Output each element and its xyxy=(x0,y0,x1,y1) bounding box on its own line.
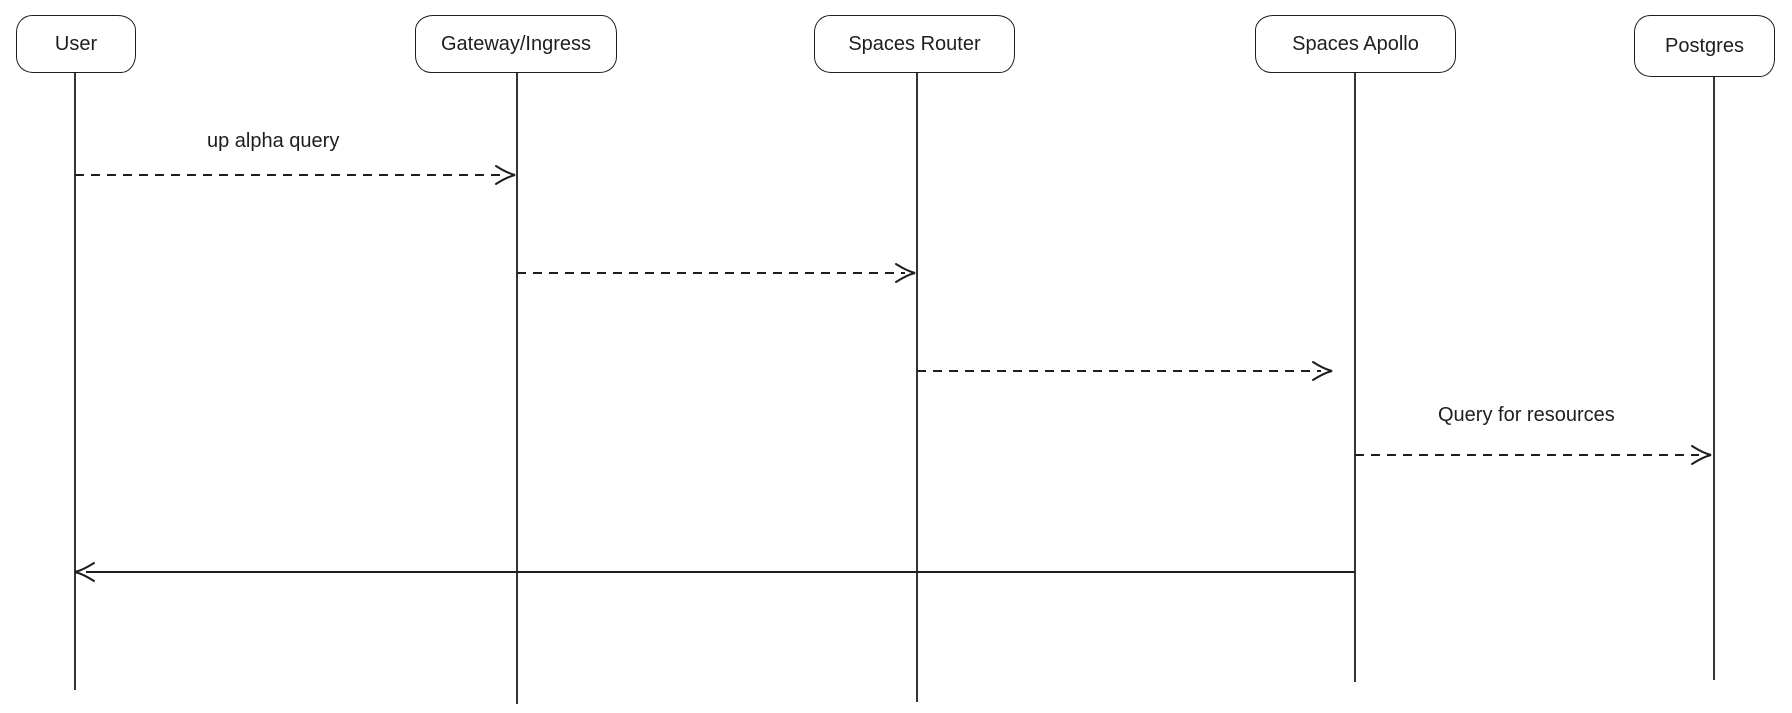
lifeline-gateway xyxy=(516,71,518,704)
lifeline-postgres xyxy=(1713,76,1715,680)
arrowhead-right-icon xyxy=(895,263,916,283)
actor-label-spaces-apollo: Spaces Apollo xyxy=(1292,32,1419,55)
arrowhead-right-icon xyxy=(1691,445,1712,465)
message-line-4 xyxy=(1355,454,1699,456)
lifeline-spaces-apollo xyxy=(1354,72,1356,682)
actor-label-postgres: Postgres xyxy=(1665,34,1744,57)
actor-label-user: User xyxy=(54,32,98,55)
actor-box-spaces-router: Spaces Router xyxy=(814,15,1015,73)
message-line-2 xyxy=(517,272,905,274)
message-line-5 xyxy=(86,571,1355,573)
actor-box-postgres: Postgres xyxy=(1634,15,1775,77)
actor-box-spaces-apollo: Spaces Apollo xyxy=(1255,15,1456,73)
message-line-1 xyxy=(75,174,503,176)
message-label-up-alpha-query: up alpha query xyxy=(207,130,340,152)
actor-label-spaces-router: Spaces Router xyxy=(848,32,981,55)
message-line-3 xyxy=(917,370,1321,372)
lifeline-spaces-router xyxy=(916,71,918,702)
lifeline-user xyxy=(74,72,76,690)
arrowhead-left-icon xyxy=(74,562,95,582)
actor-box-gateway: Gateway/Ingress xyxy=(415,15,617,73)
arrowhead-right-icon xyxy=(495,165,516,185)
arrowhead-right-icon xyxy=(1312,361,1333,381)
message-label-query-for-resources: Query for resources xyxy=(1438,404,1615,426)
actor-label-gateway: Gateway/Ingress xyxy=(440,32,592,55)
actor-box-user: User xyxy=(16,15,136,73)
